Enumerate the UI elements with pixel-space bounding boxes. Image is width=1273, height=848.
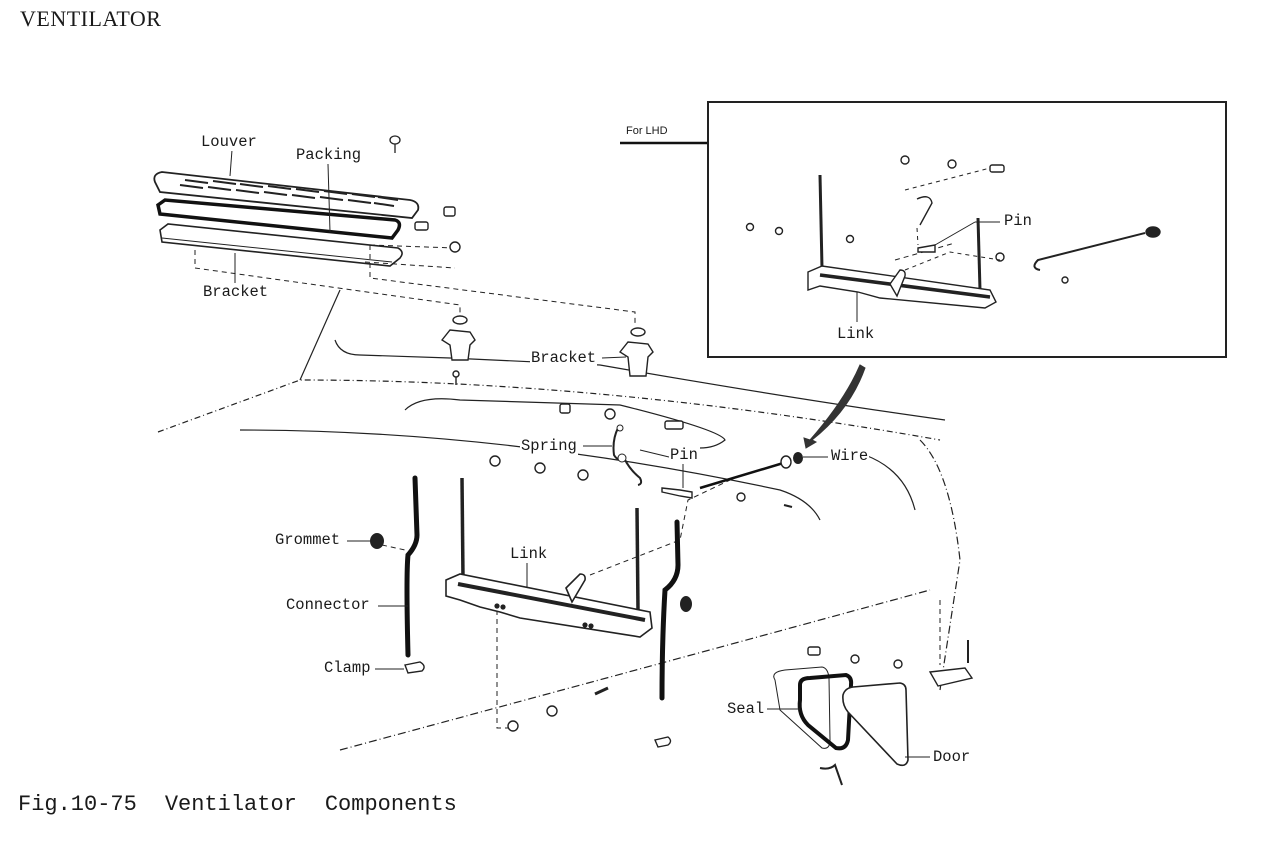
label-spring: Spring [520, 437, 578, 455]
spring-part [612, 427, 643, 486]
lhd-inset-box [707, 101, 1227, 358]
inset-link-assembly [745, 155, 1161, 309]
label-inset-link: Link [836, 325, 876, 343]
inset-heading-for-lhd: For LHD [626, 125, 668, 137]
door-part [842, 682, 909, 767]
leader-pin-mid [639, 449, 670, 458]
body-panel-right-edge [864, 454, 916, 511]
seal-part [797, 672, 854, 751]
packing-part [156, 198, 402, 240]
figure-title-word-2: Components [324, 792, 457, 817]
connector-right-part [659, 519, 681, 701]
body-panel-bottom [339, 589, 931, 751]
bracket-left-part [440, 315, 476, 385]
figure-title-word-1: Ventilator [164, 792, 297, 817]
pin-part [661, 487, 693, 499]
body-panel-inner [334, 339, 946, 421]
label-seal: Seal [726, 700, 766, 718]
figure-caption: Fig.10-75 Ventilator Components [18, 792, 485, 817]
label-wire: Wire [830, 447, 870, 465]
clamp-part [404, 661, 425, 674]
wire-part [699, 452, 803, 490]
label-bracket-mid: Bracket [530, 349, 598, 367]
label-pin: Pin [669, 446, 699, 464]
inset-arrow [803, 364, 866, 449]
leader-louver [229, 149, 233, 177]
bracket-plate-part [159, 223, 403, 267]
louver-part [153, 171, 420, 219]
seal-outline-part [773, 666, 831, 749]
leader-packing [327, 163, 331, 233]
label-bracket-top: Bracket [202, 283, 270, 301]
label-louver: Louver [200, 133, 258, 151]
label-door: Door [932, 748, 972, 766]
label-grommet: Grommet [274, 531, 342, 549]
page-title: VENTILATOR [20, 6, 162, 31]
washer-parts [489, 403, 746, 502]
screw-part [389, 135, 401, 153]
figure-number: Fig.10-75 [18, 792, 137, 817]
connector-left-part [404, 475, 420, 658]
body-panel-right [919, 439, 961, 691]
bracket-right-part [618, 327, 654, 377]
link-part [445, 477, 653, 638]
label-connector: Connector [285, 596, 371, 614]
body-panel-curve [404, 398, 726, 449]
label-clamp: Clamp [323, 659, 372, 677]
label-link: Link [509, 545, 549, 563]
pin-bolt-part [664, 420, 684, 430]
leader-bracket-mid [601, 356, 627, 359]
body-panel-line-upper [299, 289, 341, 381]
label-inset-pin: Pin [1003, 212, 1033, 230]
grommet-part [370, 533, 384, 549]
leader-inset-pin-down [934, 221, 976, 246]
label-packing: Packing [295, 146, 363, 164]
nut-parts [414, 206, 461, 253]
body-panel-outline [157, 379, 941, 441]
